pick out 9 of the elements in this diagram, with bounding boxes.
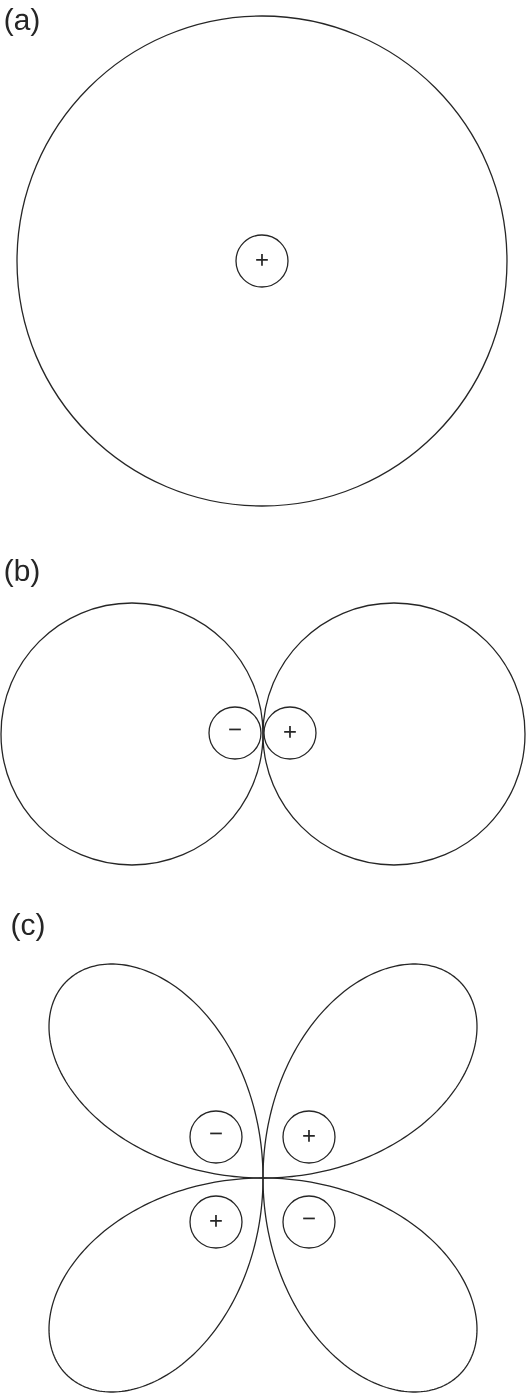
panel-label: (b) — [5, 559, 39, 587]
orbital-lobe — [48, 1177, 264, 1393]
panel-label: (a) — [5, 8, 39, 36]
orbital-lobe — [262, 963, 478, 1179]
orbital-lobe — [262, 1177, 478, 1393]
orbital-circle — [262, 602, 526, 866]
orbital-circle — [0, 602, 264, 866]
orbital-lobe — [48, 963, 264, 1179]
panel-label: (c) — [12, 913, 44, 941]
